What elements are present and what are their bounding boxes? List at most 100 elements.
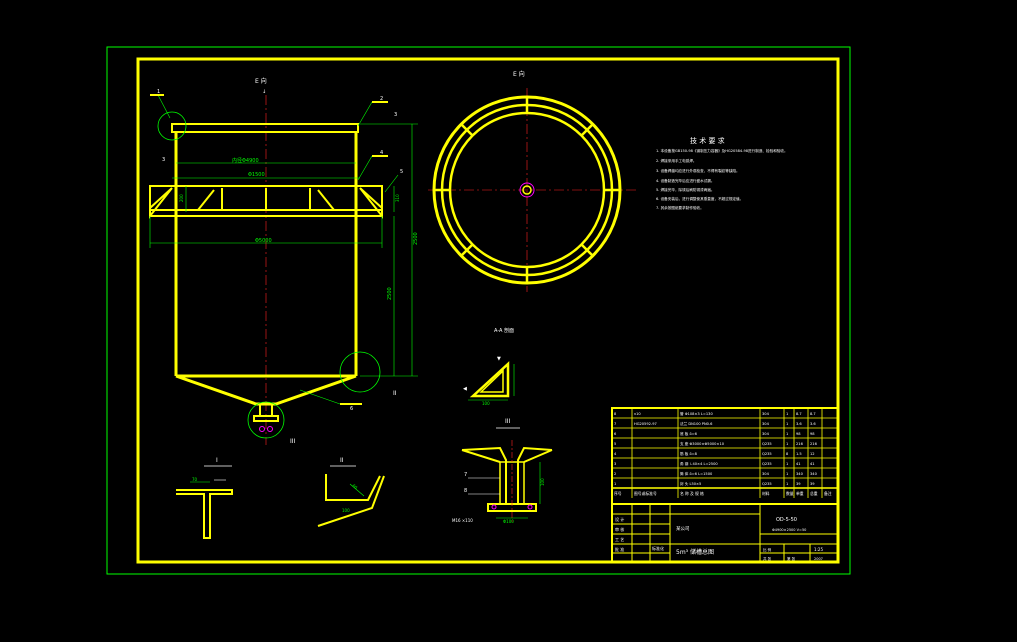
bom-cell: 41 — [796, 462, 801, 466]
rib-arrow: ◀ — [463, 386, 467, 392]
bom-cell: 304 — [762, 422, 770, 426]
leader-4 — [357, 155, 373, 181]
tb-label-design: 设 计 — [615, 516, 624, 522]
balloon-7: 7 — [464, 472, 467, 478]
girder-brace-1 — [197, 189, 215, 211]
tb-standardization: 标准化 — [652, 545, 664, 551]
bom-cell: 2 — [614, 472, 616, 476]
bom-cell: 3 — [614, 462, 616, 466]
detail-iii-label: III — [505, 418, 511, 425]
tb-label-review: 审 核 — [615, 526, 624, 532]
detail-iii: III 7 8 100 Φ100 M16 ×110 — [452, 418, 553, 524]
bom-cell: Q235 — [762, 442, 772, 446]
top-outlet-circle — [519, 182, 535, 198]
technical-requirements: 技 术 要 求 1. 本设备按GB150-98《钢制压力容器》及HG20584-… — [656, 136, 788, 210]
bom-cell: 7 — [614, 422, 616, 426]
detail-iii-bolt-text: M16 ×110 — [452, 518, 473, 523]
detail-i: I 70 — [176, 457, 233, 539]
bom-cell: Q235 — [762, 462, 772, 466]
bom-cell: 筋 板 δ=8 — [680, 451, 698, 456]
bom-cell: 1 — [786, 442, 788, 446]
rib-arrow-top: ▼ — [497, 356, 501, 362]
detail-ii-dim — [349, 483, 365, 497]
detail-circle-iii — [247, 401, 285, 439]
bom-cell: 1 — [786, 482, 788, 486]
tb-code: OD-5-50 — [776, 517, 797, 523]
balloon-3-left: 3 — [162, 157, 165, 163]
bom-cell: 41 — [810, 462, 815, 466]
outlet-bolt-right — [267, 426, 273, 432]
bom-cell: 39 — [810, 482, 815, 486]
support-girder — [149, 185, 383, 217]
detail-i-label: I — [216, 457, 218, 464]
tech-note-1: 1. 本设备按GB150-98《钢制压力容器》及HG20584-98进行制造、检… — [656, 148, 788, 153]
balloon-8: 8 — [464, 488, 467, 494]
top-stiffener-nw — [460, 123, 473, 136]
bom-cell: 98 — [810, 432, 815, 436]
dim-5000: Φ5000 — [255, 238, 272, 244]
balloon-2: 2 — [380, 96, 383, 102]
balloon-6: 6 — [350, 406, 353, 412]
bom-cell: 角 钢 ∟40×4 L=2500 — [680, 461, 718, 466]
outlet-flange — [253, 415, 279, 422]
bom-cell: 法兰 DN100 PN0.6 — [680, 421, 713, 426]
girder-end-left — [149, 187, 173, 219]
bom-cell: 340 — [810, 472, 818, 476]
bom-cell: 1 — [786, 412, 788, 416]
detail-iii-plate-left — [461, 449, 501, 463]
section-label: A-A 剖面 — [494, 327, 514, 334]
bom-cell: 1 — [786, 472, 788, 476]
bom-cell: 8 — [786, 452, 789, 456]
bom-header-cell: 数量 — [786, 491, 794, 496]
bom-cell: 3.6 — [796, 422, 802, 426]
detail-i-profile — [176, 489, 233, 539]
detail-ref-ii: II — [393, 390, 397, 397]
top-outlet-inner — [522, 185, 532, 195]
bom-cell: 12 — [810, 452, 815, 456]
rib-dim-text: 100 — [482, 401, 490, 406]
balloon-4: 4 — [380, 150, 383, 156]
bom-cell: 封 头 L50×5 — [680, 481, 701, 486]
bom-cell: 4 — [614, 452, 617, 456]
bom-cell: 1 — [786, 432, 788, 436]
title-block-border — [611, 503, 839, 563]
tb-sheet-no: 第 张 — [787, 556, 796, 561]
bom-header-cell: 单重 — [796, 491, 804, 496]
girder-brace-2 — [317, 189, 335, 211]
dim-side-height: 310 — [395, 194, 400, 202]
bom-cell: 98 — [796, 432, 801, 436]
detail-iii-cone-left — [461, 446, 507, 504]
bom-cell: Q235 — [762, 482, 772, 486]
bom-cell: 304 — [762, 432, 770, 436]
detail-ref-iii: III — [290, 438, 296, 445]
tb-company: 某公司 — [676, 526, 690, 532]
bom-cell: 6 — [614, 432, 617, 436]
bom-cell: 1.5 — [796, 452, 802, 456]
bom-cell: 5 — [614, 442, 616, 446]
dim-inner-diameter: 内径Φ4900 — [232, 157, 259, 164]
detail-ii-shell — [325, 474, 381, 501]
top-view-label: E 向 — [513, 70, 525, 78]
bom-cell: Q235 — [762, 452, 772, 456]
bom-cell: 8.7 — [796, 412, 802, 416]
bom-cell: 304 — [762, 472, 770, 476]
detail-iii-dim-h-text: Φ100 — [503, 519, 514, 524]
bom-cell: 管 Φ108×3 L=130 — [680, 411, 713, 416]
detail-ii-cone — [317, 475, 385, 527]
top-stiffener-se — [581, 244, 594, 257]
bom-cell: HG20592-97 — [634, 422, 657, 426]
bom-cell: 1 — [786, 422, 788, 426]
detail-iii-plate-right — [523, 449, 553, 463]
inner-frame — [136, 57, 840, 564]
dim-ring-height: 200 — [179, 194, 184, 202]
top-stiffener-sw — [460, 244, 473, 257]
detail-i-dim-text: 70 — [192, 477, 198, 482]
detail-iii-bolt-left — [491, 504, 497, 510]
bom-cell: v10 — [634, 412, 641, 416]
bom-header-cell: 序号 — [614, 491, 622, 496]
bom-cell: 1 — [614, 482, 616, 486]
bom-header-cell: 名 称 及 规 格 — [680, 491, 704, 496]
dim-total-height: 2500 — [413, 232, 419, 245]
detail-ii-dim2-text: 100 — [342, 508, 350, 513]
